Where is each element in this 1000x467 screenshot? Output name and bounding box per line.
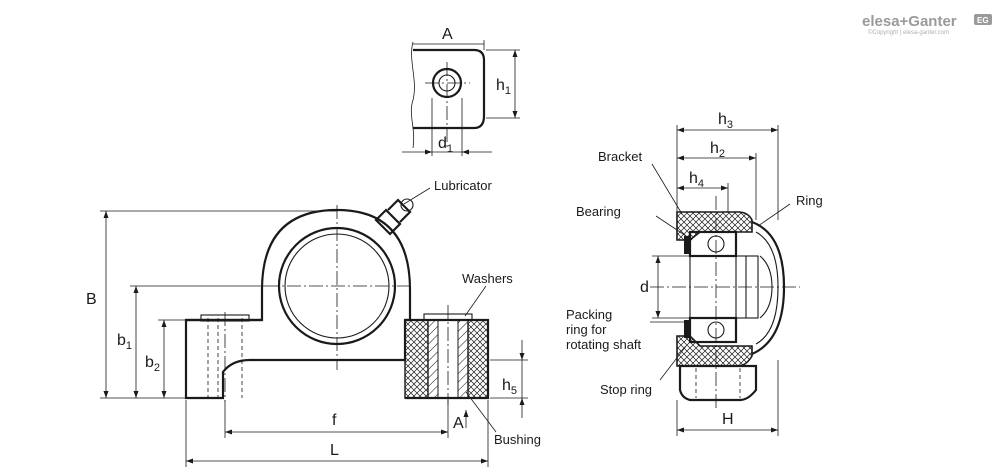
dim-H-label: H — [722, 411, 734, 428]
end-cap — [751, 220, 786, 356]
lubricator-fitting — [374, 198, 414, 236]
foot-outline — [413, 48, 486, 130]
bracket-bottom — [676, 335, 753, 367]
dim-l-label: L — [330, 442, 339, 459]
label-packing-ring: Packing ring for rotating shaft — [566, 307, 642, 352]
label-washers: Washers — [462, 271, 513, 286]
bearing-bottom — [688, 316, 738, 344]
dim-h2-label: h2 — [710, 140, 725, 160]
bearing-top — [688, 230, 738, 258]
bushing-left — [427, 319, 439, 399]
dim-h4-label: h4 — [689, 170, 704, 190]
dim-h1-label: h1 — [496, 77, 511, 97]
brand-logo-text: elesa+Ganter — [862, 13, 957, 30]
break-line — [410, 41, 415, 149]
left-washer — [200, 314, 250, 322]
label-bearing: Bearing — [576, 204, 621, 219]
bracket-foot — [678, 364, 758, 402]
front-view: Lubricator Washers Bushing B b1 b2 f L — [86, 178, 541, 467]
foot-detail-view: A h1 d1 — [402, 26, 520, 156]
seal-top — [684, 236, 690, 254]
dim-h3-label: h3 — [718, 111, 733, 131]
label-bushing: Bushing — [494, 432, 541, 447]
dim-f-label: f — [332, 412, 337, 429]
seal-bottom — [684, 320, 690, 338]
section-a-label: A — [453, 415, 464, 432]
brand-logo: elesa+Ganter EG ©Copyright | elesa-gante… — [862, 13, 992, 36]
label-lubricator: Lubricator — [434, 178, 492, 193]
label-ring: Ring — [796, 193, 823, 208]
bushing-right — [457, 319, 469, 399]
copyright-text: ©Copyright | elesa-ganter.com — [868, 29, 949, 36]
dim-b-label: B — [86, 291, 97, 308]
side-section-view: h3 h2 h4 d H Bracket Bearing Ring Packin… — [566, 111, 823, 436]
brand-badge — [974, 14, 992, 25]
housing-outline — [184, 208, 412, 400]
dim-b2-label: b2 — [145, 354, 160, 374]
dim-d-label: d — [640, 279, 649, 296]
dim-a-label: A — [442, 26, 453, 43]
label-bracket: Bracket — [598, 149, 642, 164]
label-stop-ring: Stop ring — [600, 382, 652, 397]
dim-b1-label: b1 — [117, 332, 132, 352]
dim-h5-label: h5 — [502, 377, 517, 397]
dim-d1-label: d1 — [438, 135, 453, 155]
brand-badge-text: EG — [977, 16, 989, 25]
